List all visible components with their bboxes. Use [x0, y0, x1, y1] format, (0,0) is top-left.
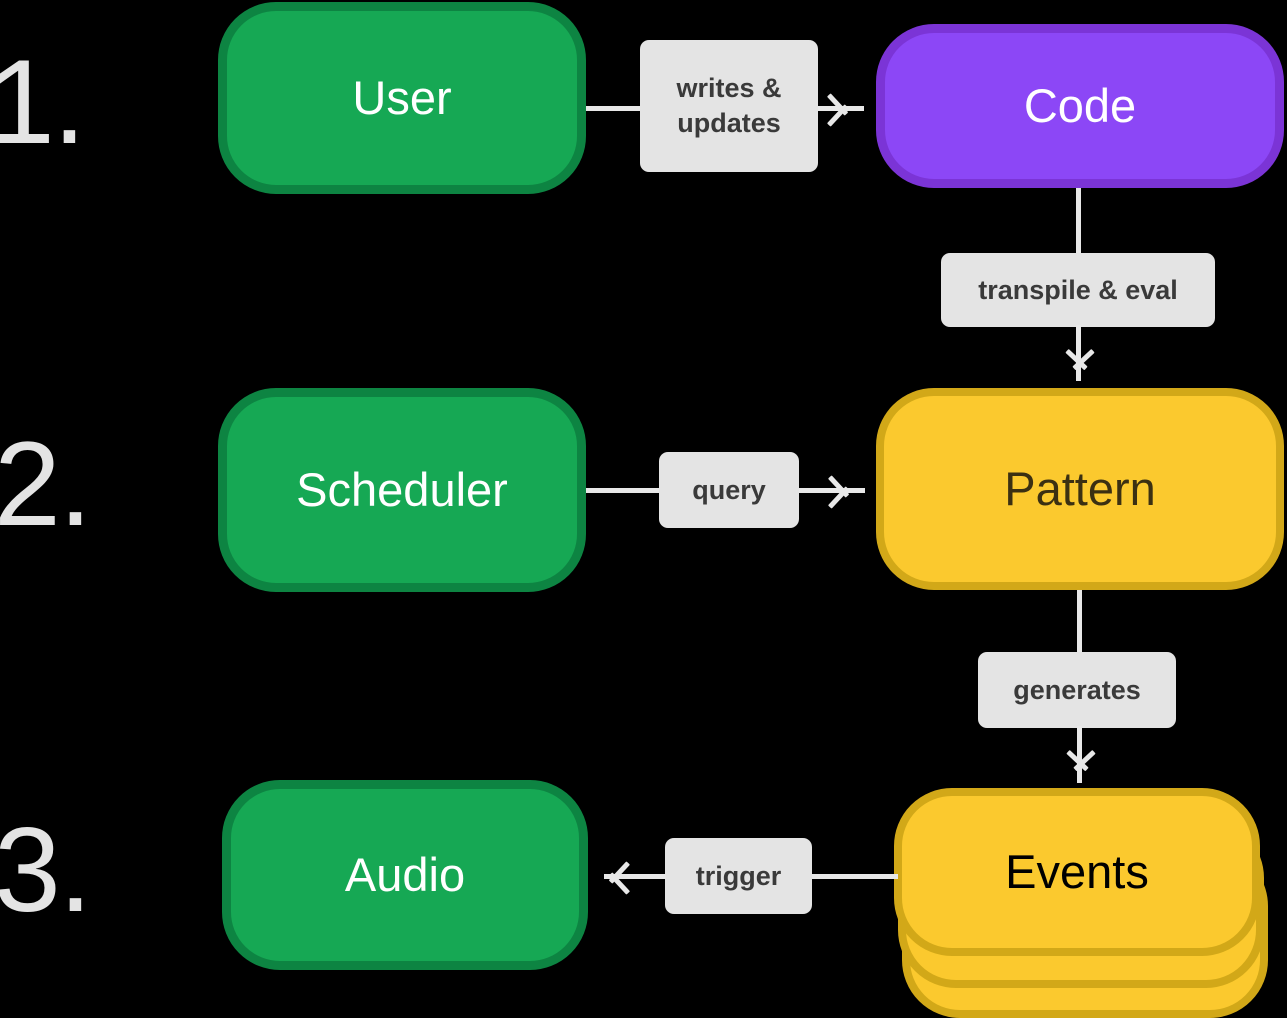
edge-label-writes-updates: writes & updates: [640, 40, 818, 172]
arrowhead-user-code-icon: [826, 89, 866, 127]
edge-label-generates: generates: [978, 652, 1176, 728]
step-number-3: 3.: [0, 803, 92, 937]
arrowhead-events-audio-icon: [592, 857, 631, 895]
step-number-1: 1.: [0, 35, 86, 169]
node-pattern[interactable]: Pattern: [876, 388, 1284, 590]
edge-scheduler-pattern-line-right: [799, 488, 865, 493]
step-number-2: 2.: [0, 417, 92, 551]
edge-label-trigger: trigger: [665, 838, 812, 914]
arrowhead-code-pattern-icon: [1062, 348, 1096, 386]
node-scheduler-label: Scheduler: [296, 463, 508, 517]
edge-pattern-events-line-top: [1077, 590, 1082, 656]
edge-scheduler-pattern-line-left: [586, 488, 659, 493]
edge-code-pattern-line-top: [1076, 188, 1081, 258]
edge-code-pattern-line-bottom: [1076, 325, 1081, 381]
edge-user-code-line-left: [586, 106, 646, 111]
arrowhead-pattern-events-icon: [1063, 749, 1097, 787]
arrowhead-scheduler-pattern-icon: [827, 471, 867, 509]
node-events-label: Events: [1005, 845, 1149, 899]
node-audio[interactable]: Audio: [222, 780, 588, 970]
node-audio-label: Audio: [344, 848, 466, 902]
node-code-label: Code: [1023, 79, 1137, 133]
node-events[interactable]: Events: [894, 788, 1268, 1018]
edge-pattern-events-line-bottom: [1077, 726, 1082, 783]
edge-label-transpile-eval: transpile & eval: [941, 253, 1215, 327]
node-code[interactable]: Code: [876, 24, 1284, 188]
node-user-label: User: [352, 71, 452, 125]
edge-events-audio-line-left: [604, 874, 666, 879]
node-events-layer-front: Events: [894, 788, 1260, 956]
node-user[interactable]: User: [218, 2, 586, 194]
node-scheduler[interactable]: Scheduler: [218, 388, 586, 592]
edge-events-audio-line-right: [812, 874, 898, 879]
edge-label-query: query: [659, 452, 799, 528]
node-pattern-label: Pattern: [1004, 462, 1156, 516]
